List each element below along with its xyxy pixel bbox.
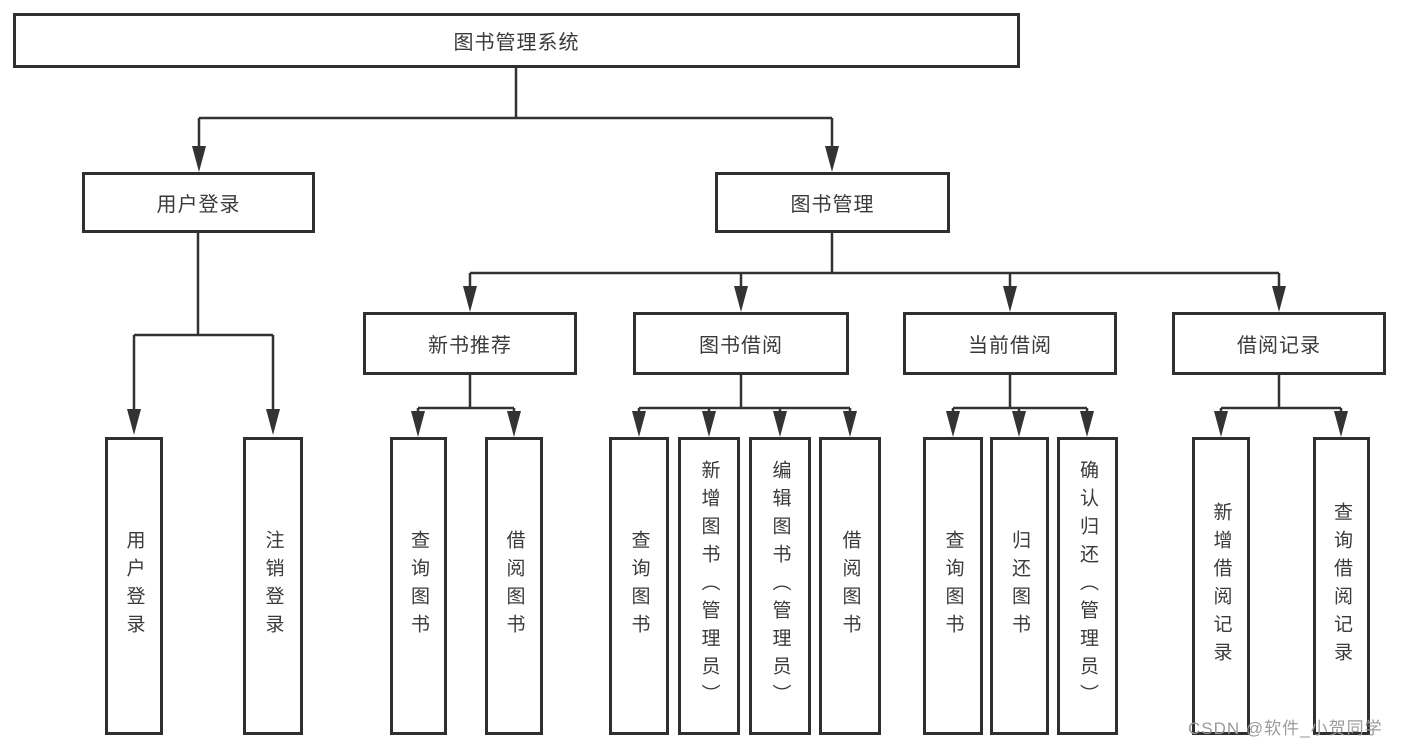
leaf-borrow-query-book: 查询图书 <box>609 437 669 735</box>
leaf-records-add-record: 新增借阅记录 <box>1192 437 1250 735</box>
node-root: 图书管理系统 <box>13 13 1020 68</box>
leaf-newrec-query-book: 查询图书 <box>390 437 447 735</box>
leaf-borrow-borrow-book: 借阅图书 <box>819 437 881 735</box>
leaf-newrec-borrow-book: 借阅图书 <box>485 437 543 735</box>
leaf-borrow-add-book-admin: 新增图书（管理员） <box>678 437 740 735</box>
leaf-borrow-edit-book-admin: 编辑图书（管理员） <box>749 437 811 735</box>
node-user-login: 用户登录 <box>82 172 315 233</box>
leaf-user-login: 用户登录 <box>105 437 163 735</box>
watermark: CSDN @软件_小贺同学 <box>1188 719 1383 738</box>
node-borrow-records: 借阅记录 <box>1172 312 1386 375</box>
leaf-current-return-book: 归还图书 <box>990 437 1049 735</box>
leaf-records-query-record: 查询借阅记录 <box>1313 437 1370 735</box>
node-current-borrow: 当前借阅 <box>903 312 1117 375</box>
leaf-logout-login: 注销登录 <box>243 437 303 735</box>
leaf-current-query-book: 查询图书 <box>923 437 983 735</box>
node-book-borrow: 图书借阅 <box>633 312 849 375</box>
node-new-book-recommend: 新书推荐 <box>363 312 577 375</box>
leaf-current-confirm-return-admin: 确认归还（管理员） <box>1057 437 1118 735</box>
node-book-management: 图书管理 <box>715 172 950 233</box>
